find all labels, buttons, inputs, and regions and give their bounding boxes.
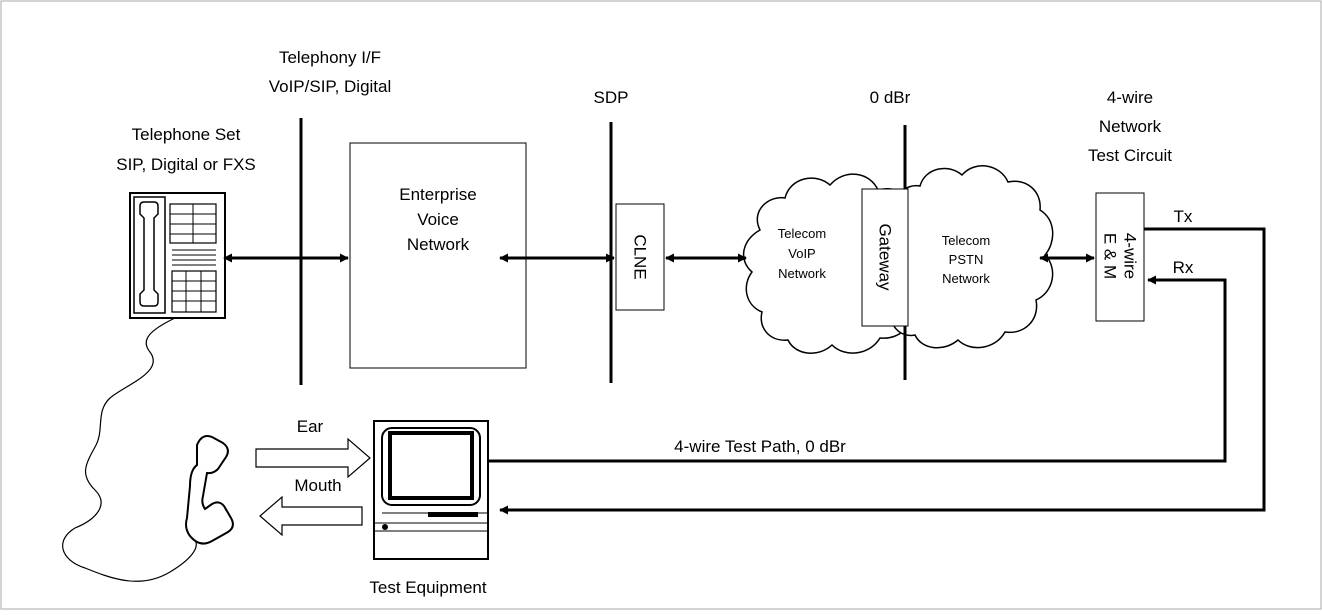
mouth-arrow [259,495,363,537]
telecom-pstn-label-line3: Network [942,271,990,286]
tx-return-line [499,227,1266,515]
gateway-box [861,188,909,327]
telecom-voip-label-line3: Network [778,266,826,281]
ear-arrow [255,437,371,479]
handset-cord [62,317,197,582]
ear-label: Ear [297,417,324,436]
clne-box [615,203,665,311]
four-wire-circuit-label-line3: Test Circuit [1088,146,1172,165]
test-equipment-label: Test Equipment [369,578,486,597]
telephone-set-label-line1: Telephone Set [132,125,241,144]
telecom-voip-label-line1: Telecom [778,226,826,241]
sdp-label: SDP [594,88,629,107]
enterprise-label-line3: Network [407,235,470,254]
handset-icon [185,435,234,545]
four-wire-circuit-label-line2: Network [1099,117,1162,136]
clne-label: CLNE [631,234,650,279]
rx-label: Rx [1173,258,1194,277]
telephony-if-label-line2: VoIP/SIP, Digital [269,77,392,96]
test-equipment-icon [373,420,489,560]
tx-label: Tx [1174,207,1193,226]
em-box-label-line2: E & M [1101,233,1120,279]
telecom-pstn-label-line2: PSTN [949,252,984,267]
telecom-voip-label-line2: VoIP [788,246,815,261]
enterprise-voice-network-box [349,142,527,369]
mouth-label: Mouth [294,476,341,495]
em-box-label-line1: 4-wire [1121,233,1140,279]
gateway-label: Gateway [876,223,895,291]
four-wire-circuit-label-line1: 4-wire [1107,88,1153,107]
test-path-line [488,275,1227,463]
four-wire-em-box [1095,192,1145,322]
telecom-pstn-label-line1: Telecom [942,233,990,248]
telephone-set-label-line2: SIP, Digital or FXS [116,155,256,174]
telephony-if-label-line1: Telephony I/F [279,48,381,67]
enterprise-label-line1: Enterprise [399,185,476,204]
zero-dbr-label: 0 dBr [870,88,911,107]
enterprise-label-line2: Voice [417,210,459,229]
test-path-label: 4-wire Test Path, 0 dBr [674,437,846,456]
telephone-set-icon [129,192,226,319]
